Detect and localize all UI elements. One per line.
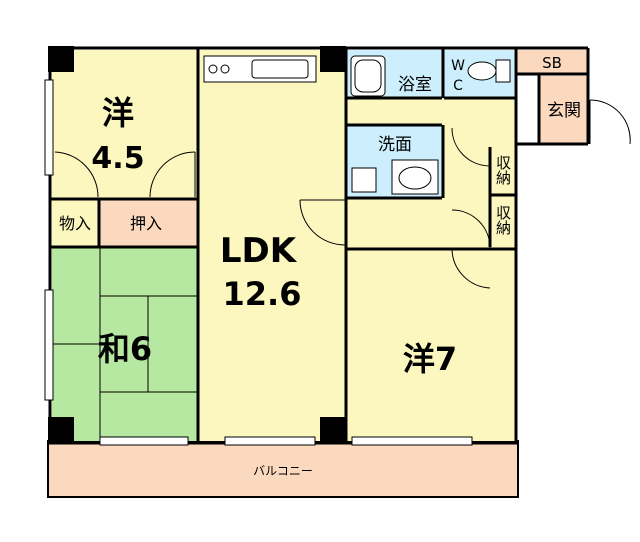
door-swings [54, 99, 631, 289]
room-western-top [52, 50, 197, 198]
label-closet: 押入 [130, 214, 162, 233]
balcony-area [47, 440, 519, 498]
room-storage-b [490, 196, 515, 246]
label-western-top-name: 洋 [102, 94, 134, 132]
kitchen-counter [203, 55, 317, 83]
label-western-top-size: 4.5 [91, 141, 144, 176]
label-japanese: 和6 [98, 330, 152, 368]
label-bath: 浴室 [398, 75, 432, 95]
room-ldk [199, 50, 345, 441]
toilet [467, 59, 511, 83]
room-storage-a [490, 148, 515, 194]
windows [44, 79, 473, 446]
room-closet [100, 200, 197, 246]
label-storage-a: 収納 [494, 155, 512, 186]
label-ldk-name: LDK [220, 231, 298, 271]
tatami-lines [52, 248, 197, 441]
pillars [48, 46, 346, 443]
label-ldk-size: 12.6 [223, 275, 302, 313]
bathtub [350, 55, 386, 97]
label-storage-mono: 物入 [59, 214, 91, 233]
washbasin [351, 159, 439, 195]
room-entrance [540, 76, 588, 144]
label-washroom: 洗面 [378, 135, 412, 155]
label-wc-c: C [453, 78, 463, 94]
room-sb [516, 50, 588, 74]
label-storage-b: 収納 [494, 205, 512, 236]
room-storage-mono [52, 200, 98, 246]
walls [48, 46, 590, 445]
label-balcony: バルコニー [253, 464, 313, 478]
room-western-right [347, 250, 515, 441]
label-western-right: 洋7 [403, 340, 457, 378]
label-entrance: 玄関 [547, 101, 581, 121]
label-sb: SB [542, 54, 562, 72]
label-wc-w: W [451, 58, 465, 74]
